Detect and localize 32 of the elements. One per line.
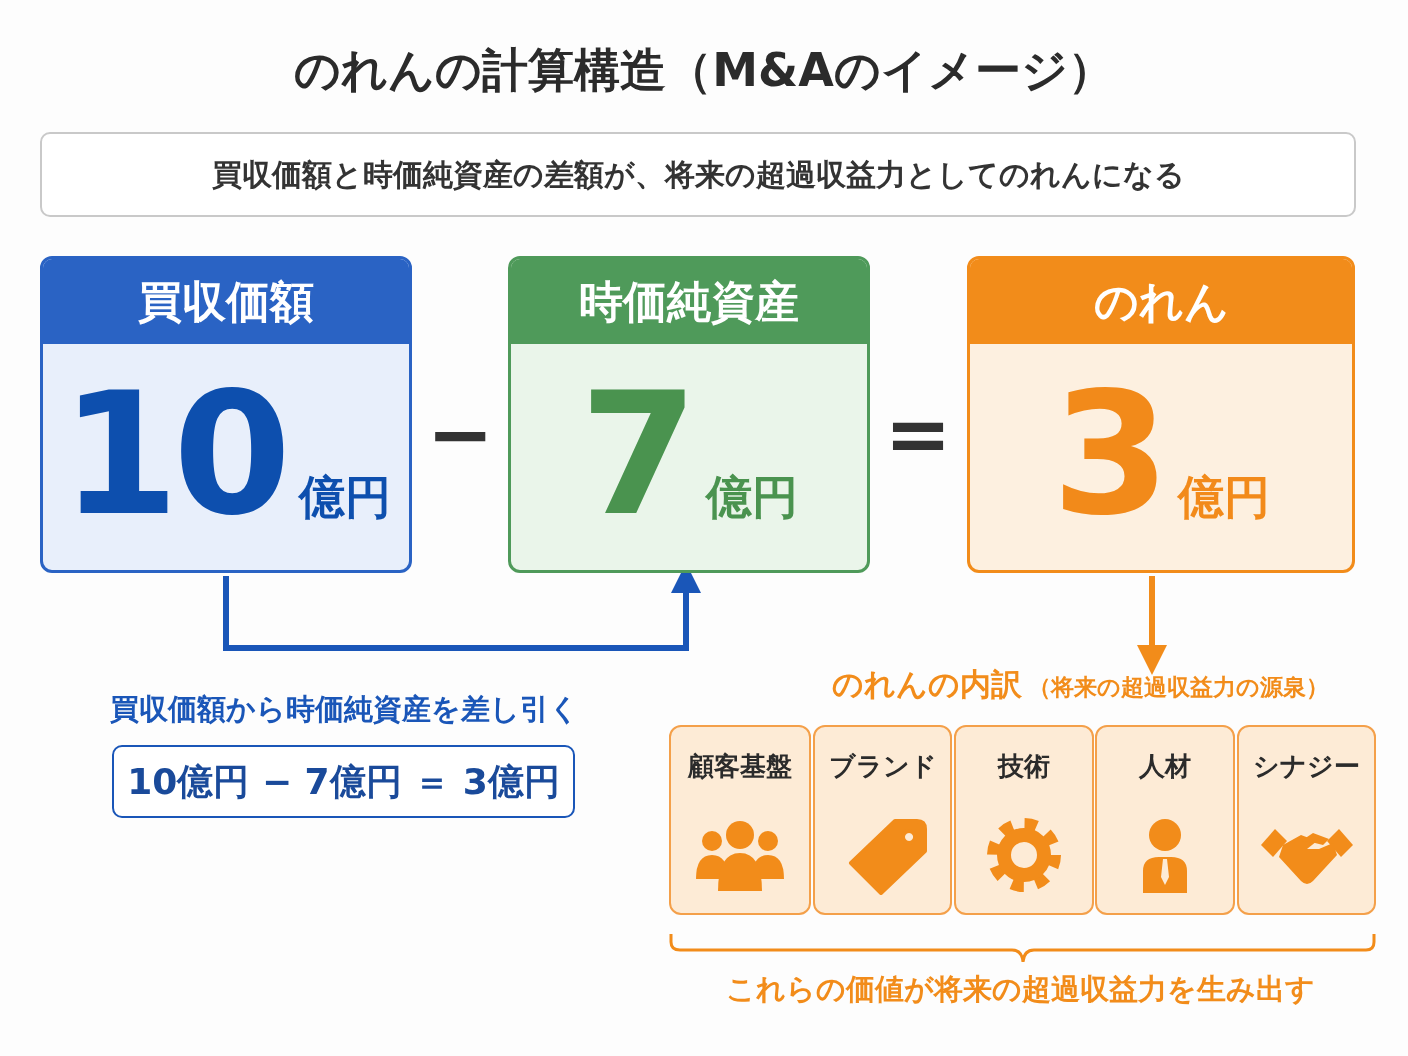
category-card xyxy=(813,725,952,915)
category-card xyxy=(1237,725,1376,915)
card-header: 買収価額 xyxy=(43,259,409,344)
value-card xyxy=(967,256,1355,573)
category-card xyxy=(669,725,811,915)
value-number: 3 xyxy=(1051,379,1165,529)
category-label: ブランド xyxy=(827,750,938,783)
unit-label: 億円 xyxy=(1178,469,1271,525)
summary-box: 買収価額と時価純資産の差額が、将来の超過収益力としてのれんになる xyxy=(40,132,1356,217)
unit-label: 億円 xyxy=(299,469,392,525)
formula-box: 10億円 − 7億円 ＝ 3億円 xyxy=(112,745,575,818)
category-card xyxy=(954,725,1094,915)
value-number: 10 xyxy=(60,379,286,529)
value-card xyxy=(40,256,412,573)
section-subheading: （将来の超過収益力の源泉） xyxy=(1027,673,1329,702)
value-card xyxy=(508,256,870,573)
card-header: のれん xyxy=(970,259,1352,344)
arrow xyxy=(1137,576,1167,675)
equals-sign: = xyxy=(883,395,953,475)
card-header: 時価純資産 xyxy=(511,259,867,344)
unit-label: 億円 xyxy=(706,469,799,525)
section-heading: のれんの内訳 xyxy=(831,665,1022,704)
minus-sign: − xyxy=(425,395,495,475)
brace-caption: これらの価値が将来の超過収益力を生み出す xyxy=(724,971,1316,1008)
category-label: 顧客基盤 xyxy=(686,750,793,783)
formula-heading: 買収価額から時価純資産を差し引く xyxy=(110,691,579,728)
value-number: 7 xyxy=(579,379,693,529)
category-card xyxy=(1095,725,1235,915)
title: のれんの計算構造（M&Aのイメージ） xyxy=(293,42,1115,99)
category-label: シナジー xyxy=(1252,750,1361,783)
category-label: 技術 xyxy=(996,750,1051,783)
category-label: 人材 xyxy=(1138,750,1192,783)
